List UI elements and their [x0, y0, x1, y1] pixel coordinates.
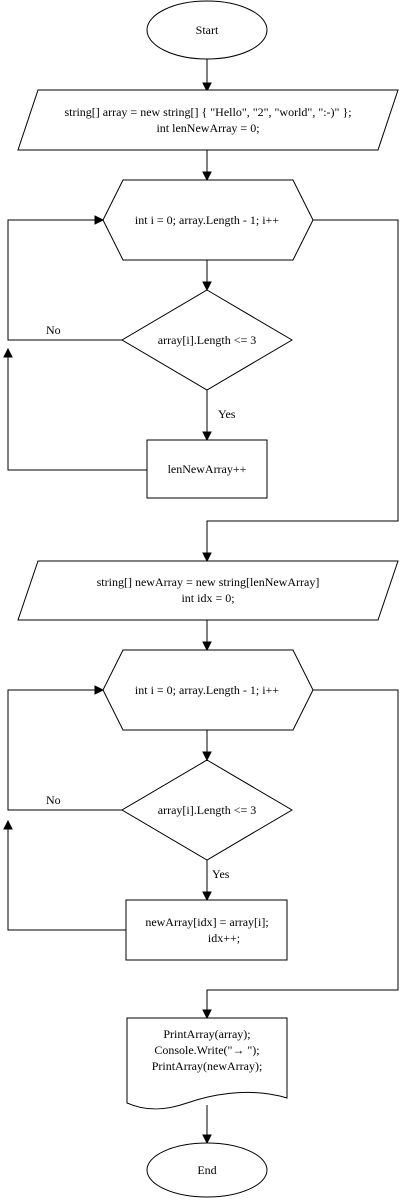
loop1-node: int i = 0; array.Length - 1; i++ [102, 179, 314, 261]
cond1-yes-label: Yes [218, 407, 236, 421]
arrowhead [202, 1134, 212, 1145]
end-label: End [197, 1163, 216, 1177]
arrowhead [3, 819, 13, 830]
output-line3: PrintArray(newArray); [152, 1059, 263, 1073]
arrowhead [202, 891, 212, 902]
cond2-no-label: No [46, 793, 61, 807]
arrowhead [202, 1009, 212, 1020]
cond1-no-label: No [46, 323, 61, 337]
assign-node: newArray[idx] = array[i]; idx++; [125, 899, 288, 961]
arrowhead [202, 431, 212, 442]
init-array-node: string[] array = new string[] { "Hello",… [17, 89, 399, 151]
edge-loop1-exit-to-init2 [206, 219, 399, 554]
cond1-node: array[i].Length <= 3 [121, 289, 293, 391]
edge-labels: No Yes No Yes [46, 323, 236, 881]
output-document [126, 1017, 288, 1110]
start-node: Start [146, 0, 268, 60]
loop1-label: int i = 0; array.Length - 1; i++ [135, 213, 279, 227]
cond2-yes-label: Yes [212, 867, 230, 881]
init-array-parallelogram [17, 89, 399, 151]
output-node: PrintArray(array); Console.Write("→ "); … [126, 1017, 288, 1110]
init-new-array-parallelogram [17, 560, 399, 621]
inc-len-node: lenNewArray++ [146, 439, 268, 499]
arrowhead [202, 171, 212, 182]
arrowhead [94, 215, 105, 225]
loop2-hexagon [102, 649, 314, 731]
arrowhead [202, 552, 212, 563]
start-label: Start [196, 23, 219, 37]
init-new-array-line1: string[] newArray = new string[lenNewArr… [97, 575, 320, 589]
init-array-line2: int lenNewArray = 0; [156, 121, 259, 135]
edge-loop2-exit-to-output [206, 689, 399, 1011]
arrowhead [202, 751, 212, 762]
output-line2: Console.Write("→ "); [154, 1043, 259, 1057]
output-line1: PrintArray(array); [163, 1027, 250, 1041]
edge-assign-to-loop2 [7, 828, 126, 931]
cond2-diamond [121, 759, 293, 861]
edge-cond2-no-to-loop2 [7, 689, 122, 811]
loop2-label: int i = 0; array.Length - 1; i++ [135, 683, 279, 697]
init-new-array-node: string[] newArray = new string[lenNewArr… [17, 560, 399, 621]
assign-process [125, 899, 288, 961]
cond2-node: array[i].Length <= 3 [121, 759, 293, 861]
arrowhead [3, 347, 13, 358]
cond1-label: array[i].Length <= 3 [158, 333, 257, 347]
edges [3, 59, 399, 1145]
loop1-hexagon [102, 179, 314, 261]
assign-line1: newArray[idx] = array[i]; [145, 915, 268, 929]
arrowhead [94, 685, 105, 695]
start-terminator [146, 0, 268, 60]
assign-line2: idx++; [208, 931, 240, 945]
init-new-array-line2: int idx = 0; [181, 591, 234, 605]
init-array-line1: string[] array = new string[] { "Hello",… [64, 105, 351, 119]
arrowhead [202, 82, 212, 93]
cond1-diamond [121, 289, 293, 391]
edge-cond1-no-to-loop1 [7, 219, 122, 341]
inc-len-label: lenNewArray++ [168, 462, 247, 476]
inc-len-process [146, 439, 268, 499]
end-terminator [146, 1142, 268, 1198]
edge-inc-to-loop1 [7, 356, 147, 471]
arrowhead [202, 641, 212, 652]
cond2-label: array[i].Length <= 3 [158, 803, 257, 817]
arrowhead [202, 281, 212, 292]
end-node: End [146, 1142, 268, 1198]
loop2-node: int i = 0; array.Length - 1; i++ [102, 649, 314, 731]
